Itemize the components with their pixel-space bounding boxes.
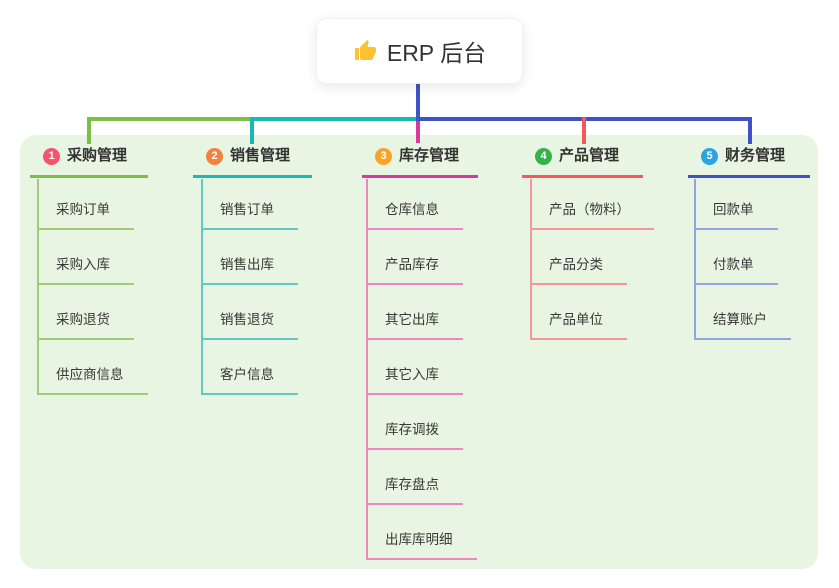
connector-drop-purchase: [86, 117, 91, 144]
branch-label: 财务管理: [725, 147, 786, 164]
branch-number-badge: 3: [375, 147, 392, 165]
subline-product: [530, 179, 532, 340]
leaf-node[interactable]: 结算账户: [694, 309, 791, 340]
leaf-node[interactable]: 其它入库: [366, 364, 463, 395]
connector-root-drop: [415, 84, 420, 121]
branch-header-sales[interactable]: 2 销售管理: [193, 144, 312, 178]
connector-horizontal-sales: [252, 117, 418, 121]
leaf-node[interactable]: 客户信息: [201, 364, 298, 395]
leaf-node[interactable]: 其它出库: [366, 309, 463, 340]
branch-header-inventory[interactable]: 3 库存管理: [362, 144, 478, 178]
branch-label: 采购管理: [67, 147, 128, 164]
leaf-node[interactable]: 回款单: [694, 199, 778, 230]
leaf-node[interactable]: 销售出库: [201, 254, 298, 285]
branch-header-purchase[interactable]: 1 采购管理: [30, 144, 148, 178]
leaf-node[interactable]: 出库库明细: [366, 529, 477, 560]
branch-header-finance[interactable]: 5 财务管理: [688, 144, 810, 178]
connector-horizontal-purchase: [86, 117, 253, 121]
leaf-node[interactable]: 库存盘点: [366, 474, 463, 505]
branch-label: 库存管理: [399, 147, 460, 164]
thumbs-up-icon: [353, 39, 377, 63]
leaf-node[interactable]: 销售退货: [201, 309, 298, 340]
leaf-node[interactable]: 产品单位: [530, 309, 627, 340]
root-label: ERP 后台: [386, 40, 487, 66]
leaf-node[interactable]: 产品分类: [530, 254, 627, 285]
branch-number-badge: 2: [206, 147, 223, 165]
connector-drop-sales: [250, 117, 254, 144]
leaf-node[interactable]: 仓库信息: [366, 199, 463, 230]
branch-number-badge: 4: [535, 147, 552, 165]
subline-inventory: [366, 179, 368, 560]
branch-header-product[interactable]: 4 产品管理: [522, 144, 643, 178]
branch-number-badge: 5: [701, 147, 718, 165]
leaf-node[interactable]: 采购退货: [37, 309, 134, 340]
leaf-node[interactable]: 采购订单: [37, 199, 134, 230]
leaf-node[interactable]: 产品（物料）: [530, 199, 654, 230]
subline-finance: [694, 179, 696, 340]
branches-panel: [20, 135, 818, 569]
leaf-node[interactable]: 供应商信息: [37, 364, 148, 395]
connector-drop-product: [581, 117, 586, 144]
branch-number-badge: 1: [43, 147, 60, 165]
leaf-node[interactable]: 付款单: [694, 254, 778, 285]
branch-label: 销售管理: [230, 147, 291, 164]
leaf-node[interactable]: 库存调拨: [366, 419, 463, 450]
branch-label: 产品管理: [559, 147, 620, 164]
connector-drop-inventory: [415, 117, 420, 143]
subline-purchase: [37, 179, 39, 395]
root-node[interactable]: ERP 后台: [316, 18, 523, 84]
connector-drop-finance: [747, 117, 752, 144]
subline-sales: [201, 179, 203, 395]
leaf-node[interactable]: 产品库存: [366, 254, 463, 285]
leaf-node[interactable]: 采购入库: [37, 254, 134, 285]
leaf-node[interactable]: 销售订单: [201, 199, 298, 230]
